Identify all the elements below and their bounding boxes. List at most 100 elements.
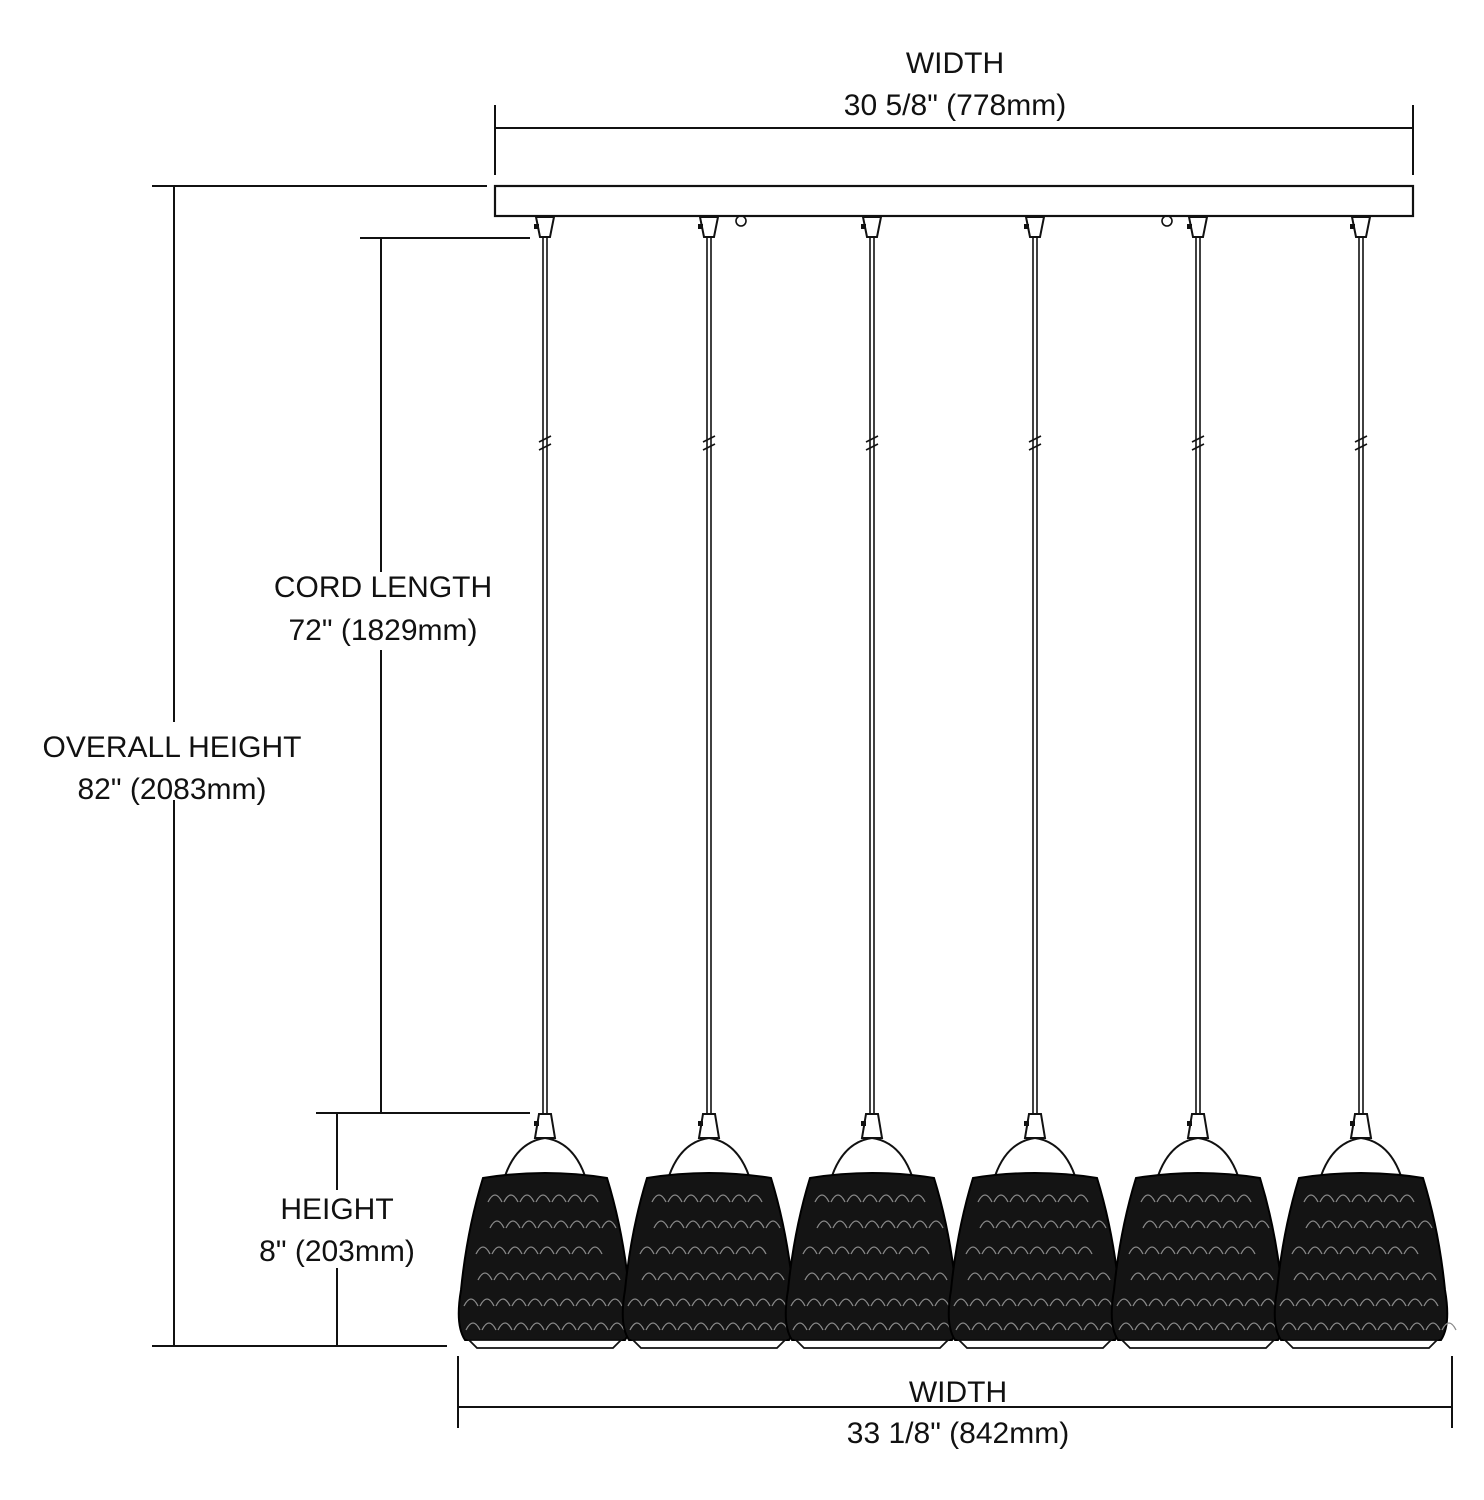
shell-texture [495, 1298, 511, 1307]
shell-texture [709, 1322, 725, 1331]
shell-texture [814, 1194, 830, 1203]
textured-shade [1273, 1172, 1449, 1341]
overall-height-label: OVERALL HEIGHT [43, 731, 302, 764]
shell-texture [769, 1272, 785, 1281]
shell-texture [1345, 1322, 1361, 1331]
shell-texture [1210, 1272, 1226, 1281]
shell-texture [577, 1322, 593, 1331]
shell-texture [757, 1322, 773, 1331]
shell-texture [1134, 1322, 1150, 1331]
shell-texture [491, 1246, 507, 1255]
shell-texture [914, 1246, 930, 1255]
canopy-connector [698, 216, 720, 238]
shell-texture [1063, 1272, 1079, 1281]
shell-texture [503, 1194, 519, 1203]
shell-texture [1260, 1298, 1276, 1307]
shell-texture [1407, 1298, 1423, 1307]
shell-texture [505, 1220, 521, 1229]
cord-break-mark [865, 435, 879, 451]
shell-texture [721, 1272, 737, 1281]
overall-height-dimension: OVERALL HEIGHT 82" (2083mm) [43, 185, 487, 1347]
shell-texture [561, 1322, 577, 1331]
shell-texture [1031, 1272, 1047, 1281]
shell-texture [1043, 1220, 1059, 1229]
shell-texture [1220, 1194, 1236, 1203]
shell-texture [1180, 1298, 1196, 1307]
shell-texture [862, 1194, 878, 1203]
shell-texture [884, 1272, 900, 1281]
shell-texture [1279, 1298, 1295, 1307]
shell-texture [1383, 1194, 1399, 1203]
shell-texture [593, 1322, 609, 1331]
shell-texture [557, 1272, 573, 1281]
shell-texture [1079, 1272, 1095, 1281]
cord-break-mark [702, 435, 716, 451]
connector-pin [1187, 224, 1192, 229]
shell-texture [993, 1194, 1009, 1203]
shell-texture [601, 1220, 617, 1229]
shade-cap [503, 1136, 587, 1177]
shell-texture [733, 1220, 749, 1229]
shell-texture [900, 1272, 916, 1281]
connector-pin [698, 224, 703, 229]
textured-shade [621, 1172, 797, 1341]
fixture-width-dimension: WIDTH 33 1/8" (842mm) [457, 1356, 1453, 1450]
shell-texture [749, 1220, 765, 1229]
shell-texture [808, 1322, 824, 1331]
shell-texture [894, 1194, 910, 1203]
shell-texture [463, 1298, 479, 1307]
shell-texture [755, 1298, 771, 1307]
shell-texture [511, 1298, 527, 1307]
shell-texture [497, 1322, 513, 1331]
shell-texture [685, 1220, 701, 1229]
shell-texture [965, 1246, 981, 1255]
shell-texture [868, 1272, 884, 1281]
socket [1349, 1113, 1373, 1139]
shell-texture [1441, 1322, 1457, 1331]
shell-texture [918, 1298, 934, 1307]
shell-texture [1001, 1298, 1017, 1307]
connector-pin [1350, 224, 1355, 229]
shell-texture [687, 1246, 703, 1255]
shell-texture [904, 1322, 920, 1331]
shell-texture [1073, 1194, 1089, 1203]
shell-texture [852, 1272, 868, 1281]
shell-texture [641, 1272, 657, 1281]
shell-texture [1343, 1298, 1359, 1307]
mounting-screw-right [1161, 215, 1173, 227]
shell-texture [1206, 1220, 1222, 1229]
shell-texture [1077, 1246, 1093, 1255]
shell-texture [651, 1194, 667, 1203]
shell-texture [1033, 1298, 1049, 1307]
canopy-connector [1350, 216, 1372, 238]
canopy-connector [1024, 216, 1046, 238]
shade-rim [630, 1339, 788, 1349]
shell-texture [671, 1246, 687, 1255]
shell-texture [1013, 1246, 1029, 1255]
shell-texture [1059, 1220, 1075, 1229]
shell-texture [545, 1322, 561, 1331]
shell-texture [653, 1220, 669, 1229]
shell-texture [985, 1298, 1001, 1307]
shell-texture [507, 1246, 523, 1255]
shell-texture [725, 1322, 741, 1331]
shell-texture [840, 1322, 856, 1331]
shade-rim [1119, 1339, 1277, 1349]
shell-texture [1254, 1220, 1270, 1229]
shell-texture [955, 1322, 971, 1331]
shell-texture [1281, 1322, 1297, 1331]
shell-texture [1297, 1322, 1313, 1331]
shell-texture [753, 1272, 769, 1281]
shell-texture [886, 1298, 902, 1307]
shell-texture [643, 1298, 659, 1307]
textured-shade [784, 1172, 960, 1341]
shell-texture [1160, 1246, 1176, 1255]
shell-texture [527, 1298, 543, 1307]
shell-texture [583, 1194, 599, 1203]
socket-pin [1187, 1121, 1192, 1126]
shell-texture [573, 1272, 589, 1281]
shell-texture [806, 1298, 822, 1307]
shell-texture [529, 1322, 545, 1331]
shell-texture [1393, 1322, 1409, 1331]
shell-texture [1391, 1298, 1407, 1307]
